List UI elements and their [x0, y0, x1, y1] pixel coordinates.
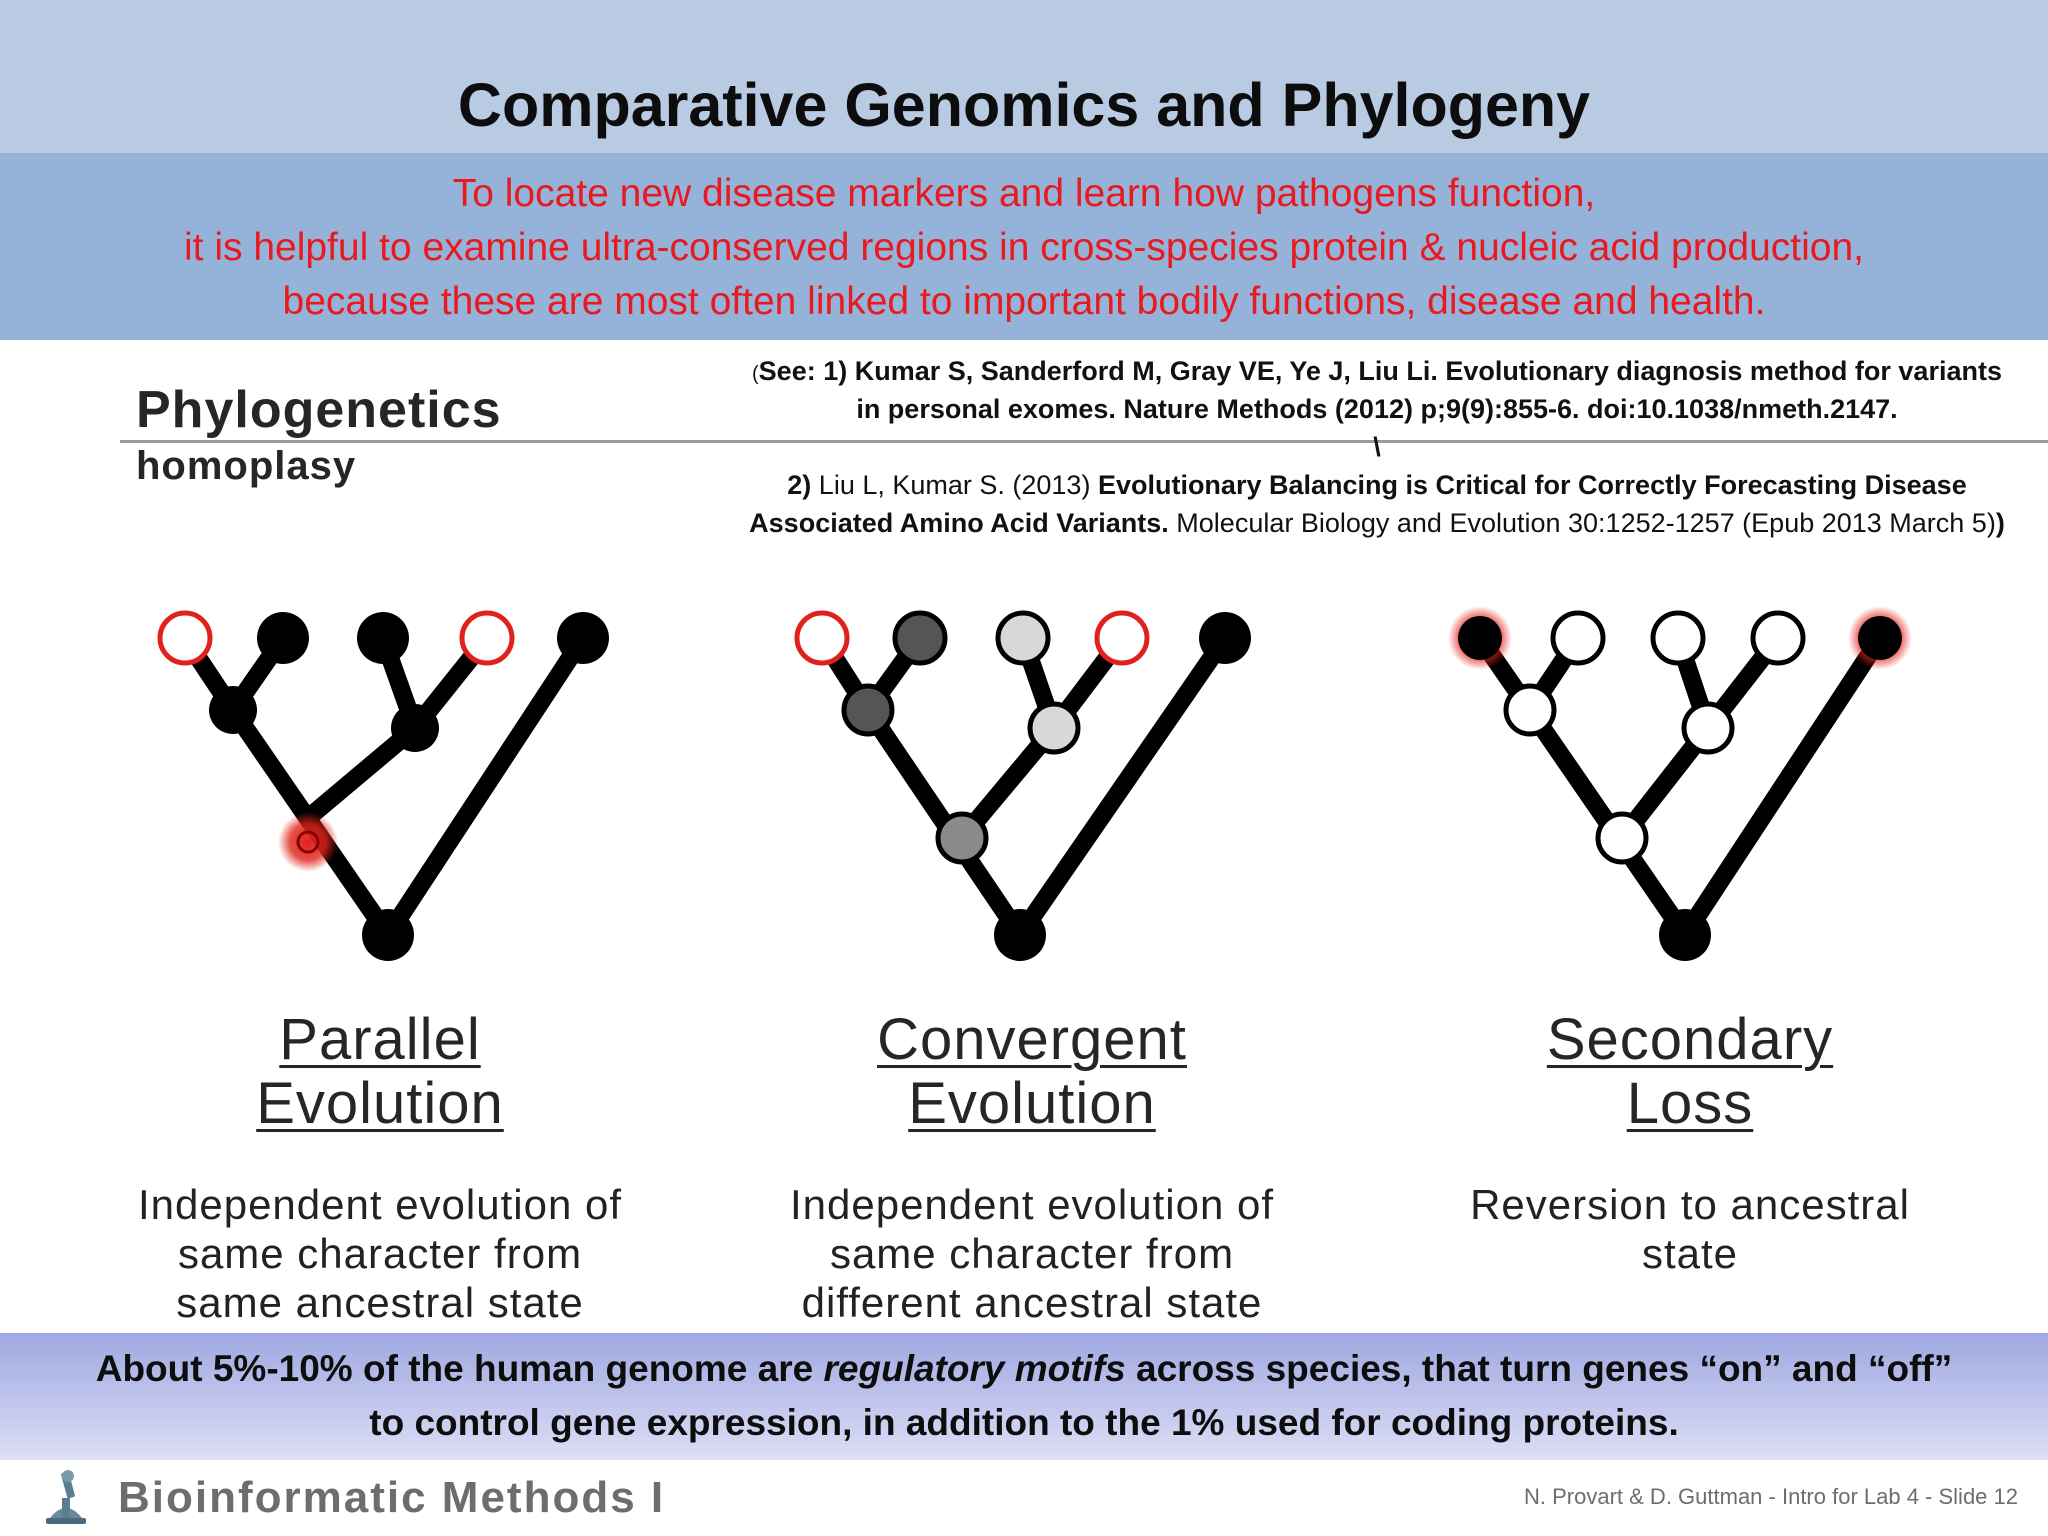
summary-line-2: to control gene expression, in addition …: [369, 1402, 1679, 1443]
reference-2-authors: Liu L, Kumar S. (2013): [811, 470, 1098, 500]
summary-text-a: About 5%-10% of the human genome are: [95, 1348, 824, 1389]
node-leaf-4: [459, 610, 515, 666]
node-internal-middle: [1595, 811, 1649, 865]
reference-1-text: See: 1) Kumar S, Sanderford M, Gray VE, …: [758, 356, 2002, 386]
node-leaf-3: [357, 612, 409, 664]
node-internal-right: [1681, 701, 1735, 755]
panel-3-title: Secondary Loss: [1390, 1008, 1990, 1136]
node-leaf-1: [794, 610, 850, 666]
reference-1-line-1: (See: 1) Kumar S, Sanderford M, Gray VE,…: [712, 352, 2042, 393]
node-leaf-1: [157, 610, 213, 666]
node-internal-right: [391, 704, 439, 752]
reference-2-number: 2): [787, 470, 812, 500]
reference-2-journal: Molecular Biology and Evolution 30:1252-…: [1168, 508, 1996, 538]
panel-2-desc-line-2: same character from: [829, 1230, 1235, 1277]
node-leaf-4: [1750, 610, 1806, 666]
panel-3-title-line-2: Loss: [1626, 1071, 1754, 1136]
intro-line-2: it is helpful to examine ultra-conserved…: [183, 226, 1864, 269]
panel-3-description: Reversion to ancestral state: [1370, 1180, 2010, 1278]
phylogeny-diagrams: [157, 606, 1912, 961]
node-leaf-2: [892, 610, 948, 666]
figure-subheading: homoplasy: [136, 444, 357, 488]
node-root: [362, 909, 414, 961]
panel-1-desc-line-3: same ancestral state: [176, 1279, 584, 1326]
panel-1-desc-line-1: Independent evolution of: [137, 1181, 623, 1228]
panel-2-title-line-2: Evolution: [908, 1071, 1156, 1136]
node-internal-left: [1503, 683, 1557, 737]
figure-heading: Phylogenetics: [136, 381, 502, 439]
panel-1-title-line-2: Evolution: [256, 1071, 504, 1136]
summary-line-1: About 5%-10% of the human genome are reg…: [0, 1343, 2048, 1395]
microscope-logo-icon: [46, 1470, 86, 1524]
intro-band: To locate new disease markers and learn …: [0, 153, 2048, 340]
reference-1-open-paren: (: [752, 363, 759, 385]
reference-1-text-2: in personal exomes. Nature Methods (2012…: [856, 394, 1898, 424]
panel-1-desc-line-2: same character from: [177, 1230, 583, 1277]
reference-1-line-2: in personal exomes. Nature Methods (2012…: [712, 390, 2042, 428]
title-band: [0, 0, 2048, 154]
separator-char: \: [1373, 432, 1381, 462]
slide-credit: N. Provart & D. Guttman - Intro for Lab …: [1524, 1484, 2018, 1509]
panel-3-desc-line-1: Reversion to ancestral: [1470, 1181, 1910, 1228]
summary-text-b: across species, that turn genes “on” and…: [1125, 1348, 1953, 1389]
tree-convergent-evolution: [794, 610, 1251, 961]
node-leaf-3: [1650, 610, 1706, 666]
node-leaf-3: [995, 610, 1051, 666]
slide-title: Comparative Genomics and Phylogeny: [457, 71, 1591, 139]
intro-line-3: because these are most often linked to i…: [282, 280, 1766, 323]
tree-secondary-loss: [1448, 606, 1912, 961]
reference-2-close-paren: ): [1995, 508, 2005, 538]
panel-1-title: Parallel Evolution: [80, 1008, 680, 1136]
panel-3-title-line-1: Secondary: [1546, 1007, 1834, 1072]
panel-1-title-line-1: Parallel: [279, 1007, 481, 1072]
node-leaf-5: [1858, 616, 1902, 660]
intro-line-1: To locate new disease markers and learn …: [452, 172, 1596, 215]
panel-2-desc-line-3: different ancestral state: [801, 1279, 1263, 1326]
node-internal-left: [841, 683, 895, 737]
summary-emphasis: regulatory motifs: [823, 1348, 1126, 1389]
panel-2-title-line-1: Convergent: [877, 1007, 1187, 1072]
reference-2-line-2: Associated Amino Acid Variants. Molecula…: [712, 504, 2042, 542]
node-internal-left: [209, 686, 257, 734]
node-leaf-2: [257, 612, 309, 664]
node-leaf-5: [557, 612, 609, 664]
reference-2-line-1: 2) Liu L, Kumar S. (2013) Evolutionary B…: [712, 466, 2042, 504]
tree-parallel-evolution: [157, 610, 609, 961]
panel-2-desc-line-1: Independent evolution of: [789, 1181, 1275, 1228]
footer: Bioinformatic Methods I N. Provart & D. …: [0, 1460, 2048, 1536]
node-leaf-1: [1458, 616, 1502, 660]
reference-separator: \: [1362, 428, 1392, 466]
node-internal-middle: [935, 811, 989, 865]
panel-2-description: Independent evolution of same character …: [712, 1180, 1352, 1327]
reference-2-title: Evolutionary Balancing is Critical for C…: [1097, 470, 1967, 500]
node-root: [1659, 909, 1711, 961]
course-name: Bioinformatic Methods I: [118, 1473, 666, 1522]
node-leaf-5: [1199, 612, 1251, 664]
summary-band: About 5%-10% of the human genome are reg…: [0, 1333, 2048, 1460]
node-leaf-4: [1094, 610, 1150, 666]
node-change-red: [278, 812, 338, 872]
panel-3-desc-line-2: state: [1641, 1230, 1739, 1277]
node-root: [994, 909, 1046, 961]
reference-2-title-cont: Associated Amino Acid Variants.: [749, 508, 1169, 538]
figure-heading-rule: [120, 440, 2048, 443]
node-internal-right: [1027, 701, 1081, 755]
panel-2-title: Convergent Evolution: [732, 1008, 1332, 1136]
node-leaf-2: [1550, 610, 1606, 666]
panel-1-description: Independent evolution of same character …: [60, 1180, 700, 1327]
